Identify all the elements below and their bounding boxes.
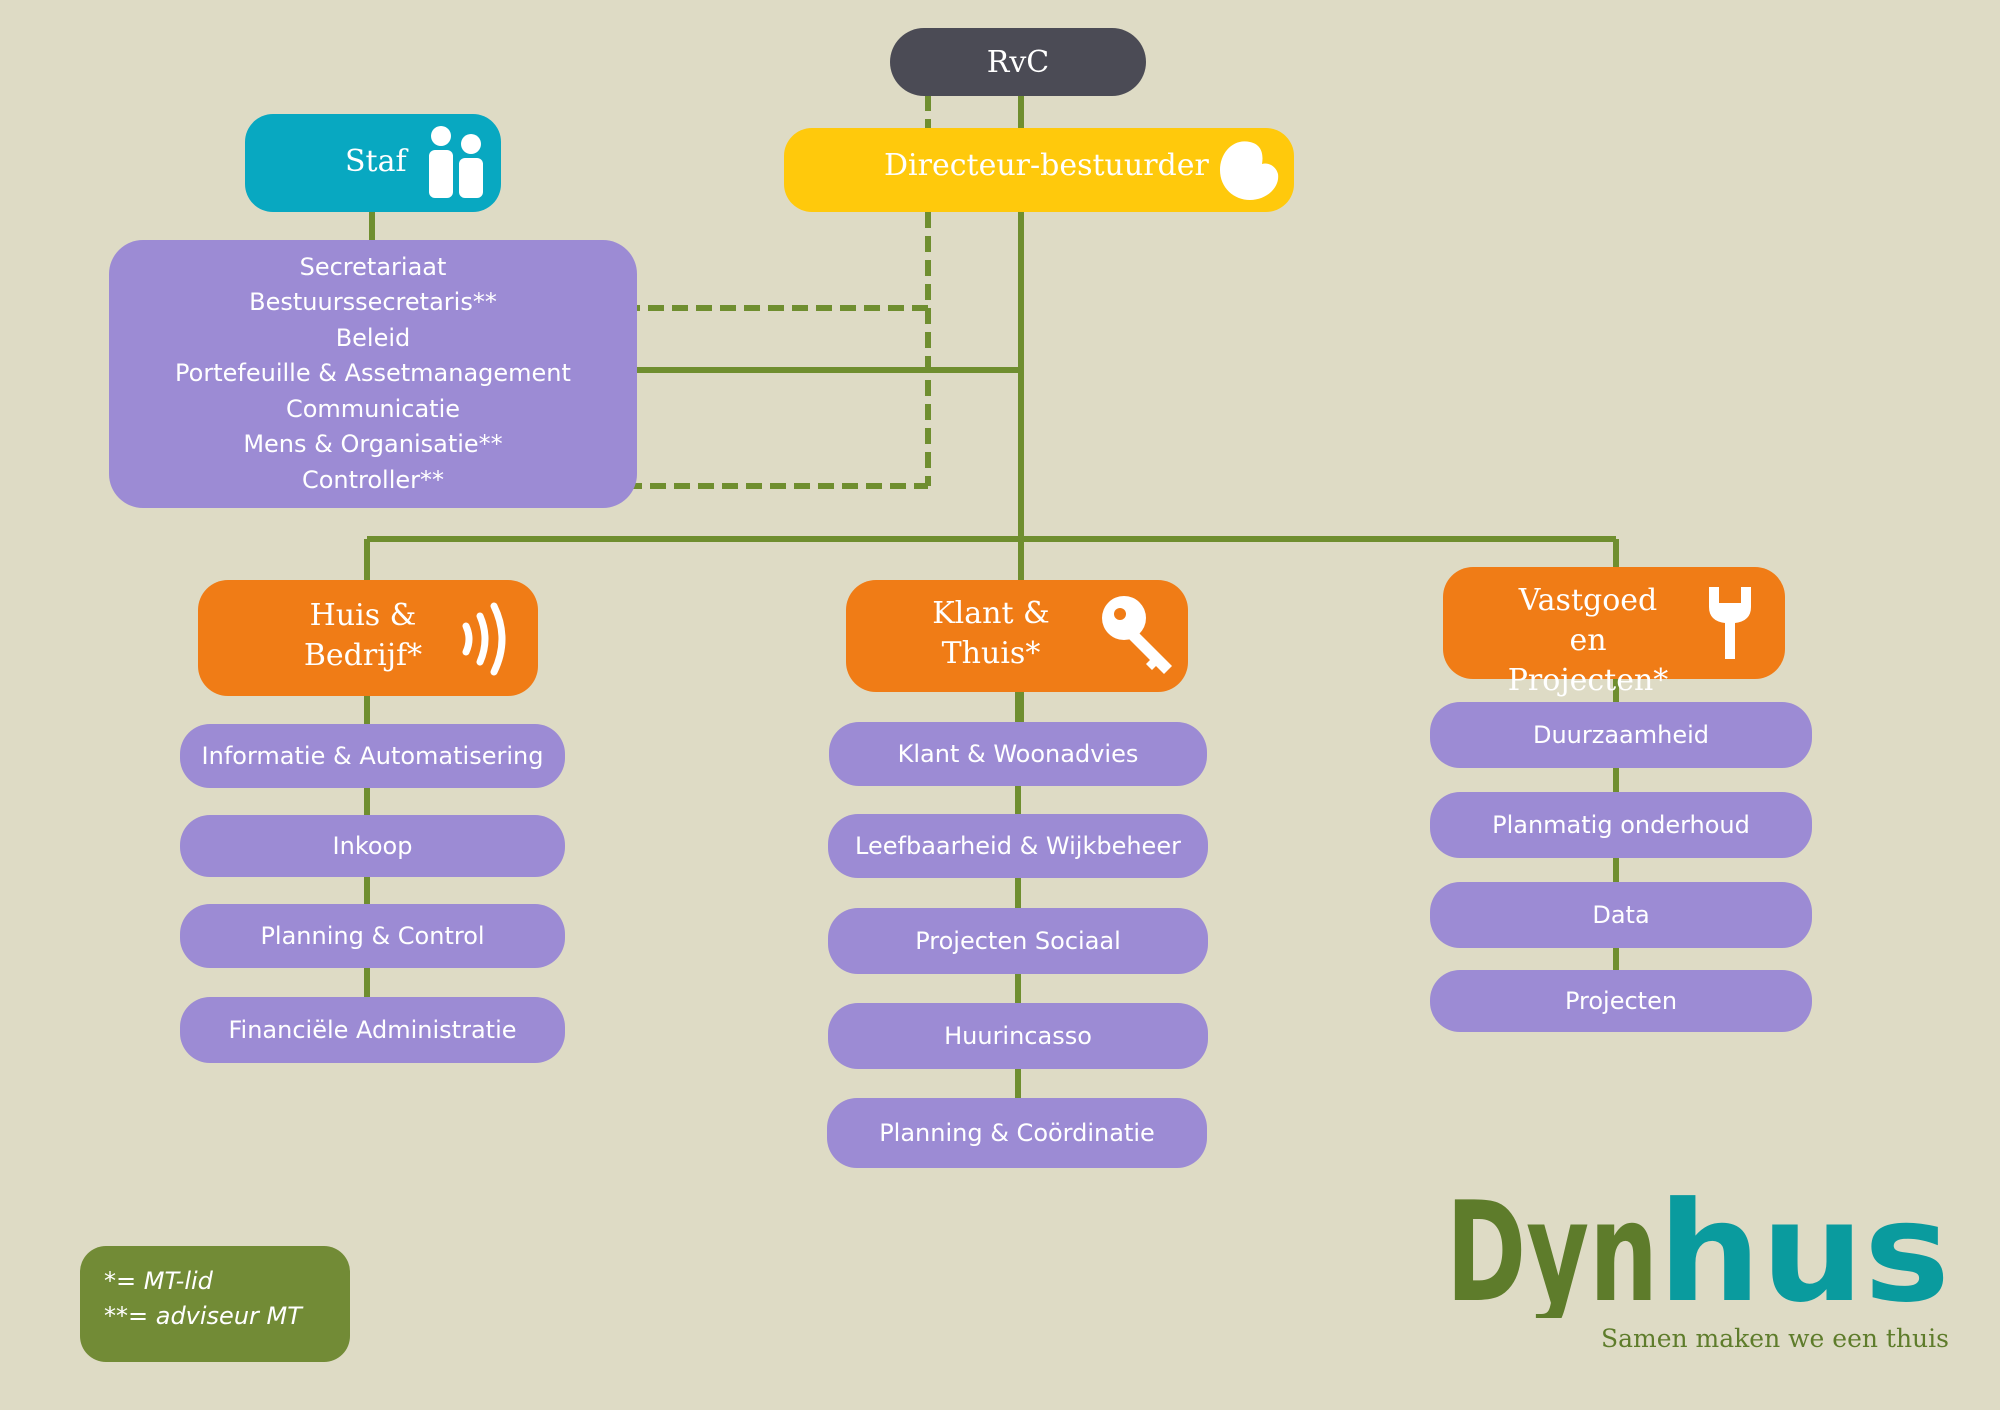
unit-box: Duurzaamheid: [1430, 702, 1812, 768]
unit-label: Inkoop: [332, 832, 413, 860]
department-title-line: Projecten*: [1507, 663, 1669, 698]
staf-unit: Mens & Organisatie**: [243, 430, 503, 459]
staf-unit: Secretariaat: [299, 252, 447, 281]
department-vastgoed-projecten: Vastgoed en Projecten*: [1443, 567, 1785, 698]
unit-box: Huurincasso: [828, 1003, 1208, 1069]
staf-unit: Communicatie: [285, 394, 461, 423]
people-icon: [429, 126, 483, 198]
rvc-box: RvC: [890, 28, 1146, 96]
dynhus-logo: Dyn hus: [1446, 1188, 1950, 1318]
staf-units-box: Secretariaat Bestuurssecretaris** Beleid…: [109, 240, 637, 508]
unit-box: Financiële Administratie: [180, 997, 565, 1063]
staf-unit: Portefeuille & Assetmanagement: [175, 359, 571, 388]
unit-label: Planning & Control: [260, 922, 485, 950]
staf-unit: Controller**: [301, 465, 445, 494]
unit-label: Planning & Coördinatie: [879, 1119, 1155, 1147]
staf-unit: Bestuurssecretaris**: [249, 288, 497, 317]
unit-box: Planmatig onderhoud: [1430, 792, 1812, 858]
unit-label: Klant & Woonadvies: [897, 740, 1139, 768]
sound-waves-icon: [462, 602, 506, 676]
key-icon: [1102, 596, 1172, 674]
staf-box: Staf: [245, 114, 501, 212]
director-label: Directeur-bestuurder: [884, 148, 1209, 183]
legend-adviseur-mt: **= adviseur MT: [104, 1302, 302, 1330]
department-title-line: Bedrijf*: [303, 638, 423, 673]
staf-unit: Beleid: [335, 323, 411, 352]
unit-label: Informatie & Automatisering: [201, 742, 544, 770]
wrench-icon: [1709, 587, 1751, 659]
staf-label: Staf: [345, 144, 407, 179]
unit-box: Planning & Coördinatie: [827, 1098, 1207, 1168]
unit-label: Leefbaarheid & Wijkbeheer: [855, 832, 1181, 860]
unit-label: Projecten: [1564, 987, 1678, 1015]
unit-box: Leefbaarheid & Wijkbeheer: [828, 814, 1208, 878]
unit-box: Data: [1430, 882, 1812, 948]
unit-label: Huurincasso: [944, 1022, 1092, 1050]
svg-text:hus: hus: [1658, 1188, 1950, 1318]
unit-label: Projecten Sociaal: [915, 927, 1121, 955]
director-box: Directeur-bestuurder: [784, 128, 1294, 212]
unit-box: Informatie & Automatisering: [180, 724, 565, 788]
department-title-line: Klant &: [932, 596, 1050, 631]
legend-mt-lid: *= MT-lid: [104, 1267, 213, 1295]
unit-label: Planmatig onderhoud: [1492, 811, 1750, 839]
unit-box: Klant & Woonadvies: [829, 722, 1207, 786]
unit-box: Planning & Control: [180, 904, 565, 968]
unit-box: Inkoop: [180, 815, 565, 877]
unit-box: Projecten: [1430, 970, 1812, 1032]
department-huis-bedrijf: Huis & Bedrijf*: [198, 580, 538, 696]
department-title-line: Vastgoed en: [1518, 583, 1658, 658]
svg-text:Dyn: Dyn: [1446, 1188, 1658, 1318]
heart-shape-icon: [1220, 141, 1279, 200]
rvc-label: RvC: [986, 44, 1050, 80]
brand-slogan: Samen maken we een thuis: [1600, 1324, 1949, 1353]
department-title-line: Huis &: [309, 598, 417, 633]
unit-label: Duurzaamheid: [1532, 721, 1710, 749]
unit-box: Projecten Sociaal: [828, 908, 1208, 974]
legend: *= MT-lid **= adviseur MT: [80, 1246, 350, 1362]
unit-label: Financiële Administratie: [228, 1016, 517, 1044]
unit-label: Data: [1592, 901, 1650, 929]
department-title-line: Thuis*: [941, 636, 1041, 671]
department-klant-thuis: Klant & Thuis*: [846, 580, 1188, 692]
